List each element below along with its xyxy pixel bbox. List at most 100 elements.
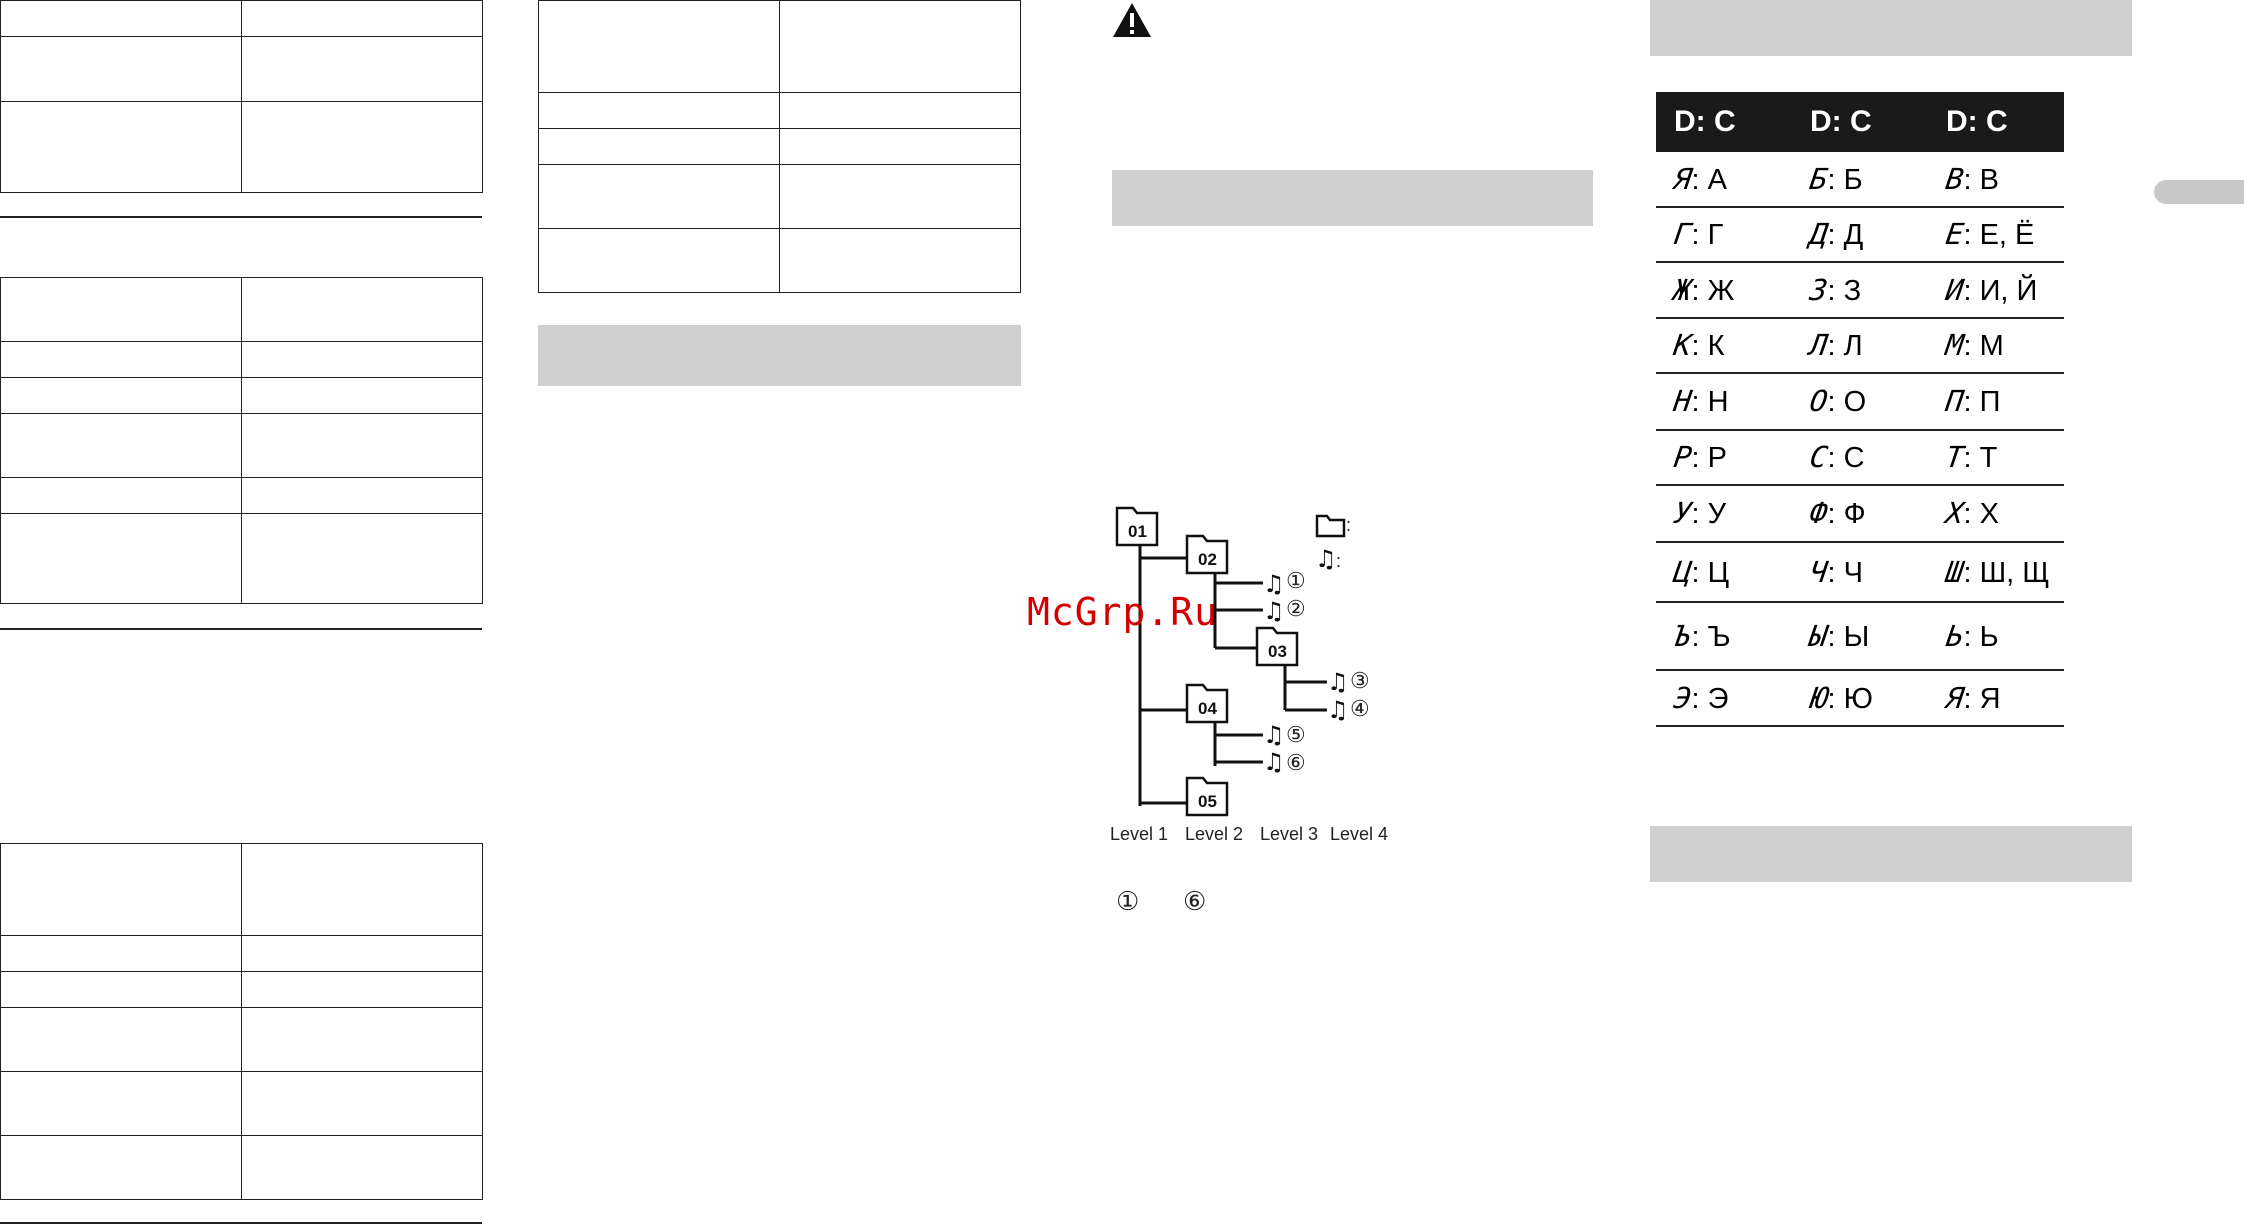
svg-text:♫: ♫ (1263, 570, 1285, 598)
track-number: ③ (1350, 668, 1370, 693)
warning-icon (1113, 3, 1151, 37)
table-2 (0, 277, 483, 604)
svg-text:04: 04 (1198, 699, 1217, 718)
table-cell: О: О (1792, 373, 1928, 431)
table-cell: Б: Б (1792, 152, 1928, 208)
cyrillic-char: : Ц (1691, 556, 1730, 589)
svg-text:♫: ♫ (1263, 748, 1285, 776)
svg-text:02: 02 (1198, 550, 1217, 569)
column-header: D: C (1928, 92, 2064, 152)
range-start: ① (1116, 886, 1140, 916)
svg-text:01: 01 (1128, 522, 1147, 541)
svg-text:♫: ♫ (1315, 545, 1337, 573)
cyrillic-char: : Ч (1827, 556, 1863, 589)
cyrillic-char: : Ы (1827, 620, 1870, 653)
cyrillic-char: : Ю (1827, 682, 1873, 715)
table-cell: Р: Р (1656, 430, 1792, 486)
table-cell: П: П (1928, 373, 2064, 431)
cyrillic-char: : Г (1691, 219, 1724, 251)
table-1 (0, 0, 483, 193)
level-label: Level 2 (1185, 824, 1244, 844)
side-tab (2154, 180, 2244, 204)
svg-text:♫: ♫ (1327, 668, 1349, 696)
cyrillic-char: : З (1827, 274, 1862, 307)
table-cell: Ь: Ь (1928, 602, 2064, 671)
cyrillic-char: : Э (1691, 682, 1729, 715)
cyrillic-char: : Л (1827, 330, 1863, 362)
table-cell: Е: Е, Ё (1928, 207, 2064, 263)
table-cell: К: К (1656, 318, 1792, 374)
table-cell: У: У (1656, 485, 1792, 543)
table-cell: Ю: Ю (1792, 670, 1928, 727)
level-label: Level 1 (1110, 824, 1169, 844)
section-heading-band (1650, 826, 2132, 882)
cyrillic-char: : У (1691, 498, 1727, 530)
table-cell: В: В (1928, 152, 2064, 208)
svg-text:♫: ♫ (1263, 721, 1285, 749)
cyrillic-char: : Н (1691, 386, 1729, 418)
cyrillic-char: : Т (1963, 442, 1998, 474)
table-cell: Н: Н (1656, 373, 1792, 431)
level-label: Level 4 (1330, 824, 1389, 844)
cyrillic-char: : Ь (1963, 620, 1999, 653)
svg-text:03: 03 (1268, 642, 1287, 661)
table-cell: Д: Д (1792, 207, 1928, 263)
cyrillic-char: : О (1827, 386, 1867, 418)
cyrillic-char: : Х (1963, 498, 1999, 530)
table-cell: З: З (1792, 262, 1928, 319)
track-number: ② (1286, 596, 1306, 621)
divider (0, 1222, 482, 1224)
watermark: McGrp.Ru (1027, 590, 1219, 634)
cyrillic-char: : Я (1963, 682, 2001, 715)
cyrillic-char: : В (1963, 163, 1999, 196)
table-cell: Ф: Ф (1792, 485, 1928, 543)
cyrillic-char: : Д (1827, 219, 1864, 251)
table-4 (538, 0, 1021, 293)
table-cell: Э: Э (1656, 670, 1792, 727)
svg-text:♫: ♫ (1327, 696, 1349, 724)
folder-icon (1115, 506, 1346, 817)
table-cell: Ц: Ц (1656, 542, 1792, 603)
track-number: ① (1286, 568, 1306, 593)
cyrillic-char: : П (1963, 386, 2001, 418)
cyrillic-char: : М (1963, 330, 2004, 362)
table-cell: Г: Г (1656, 207, 1792, 263)
table-cell: Т: Т (1928, 430, 2064, 486)
cyrillic-char: : Р (1691, 442, 1727, 474)
range-end: ⑥ (1183, 886, 1207, 916)
cyrillic-char: : Ж (1691, 274, 1735, 307)
table-cell: М: М (1928, 318, 2064, 374)
table-cell: И: И, Й (1928, 262, 2064, 319)
table-cell: Я: А (1656, 152, 1792, 208)
table-cell: Ж: Ж (1656, 262, 1792, 319)
cyrillic-char: : Ъ (1691, 620, 1731, 653)
divider (0, 628, 482, 630)
cyrillic-char: : Ф (1827, 498, 1866, 530)
table-header-row: D: C D: C D: C (1656, 92, 2064, 152)
cyrillic-char: : Б (1827, 163, 1863, 196)
table-cell: Ч: Ч (1792, 542, 1928, 603)
section-heading-band (1650, 0, 2132, 56)
svg-text:♫: ♫ (1263, 597, 1285, 625)
table-cell: Ъ: Ъ (1656, 602, 1792, 671)
track-number: ⑤ (1286, 722, 1306, 747)
legend-track-colon: : (1336, 551, 1342, 571)
cyrillic-char: : Е, Ё (1963, 219, 2035, 251)
table-cell: Ы: Ы (1792, 602, 1928, 671)
section-heading-band (1112, 170, 1593, 226)
svg-text:05: 05 (1198, 792, 1217, 811)
column-header: D: C (1656, 92, 1792, 152)
table-3 (0, 843, 483, 1200)
cyrillic-char: : К (1691, 330, 1725, 362)
cyrillic-char: : Ш, Щ (1963, 556, 2050, 589)
track-number: ⑥ (1286, 750, 1306, 775)
